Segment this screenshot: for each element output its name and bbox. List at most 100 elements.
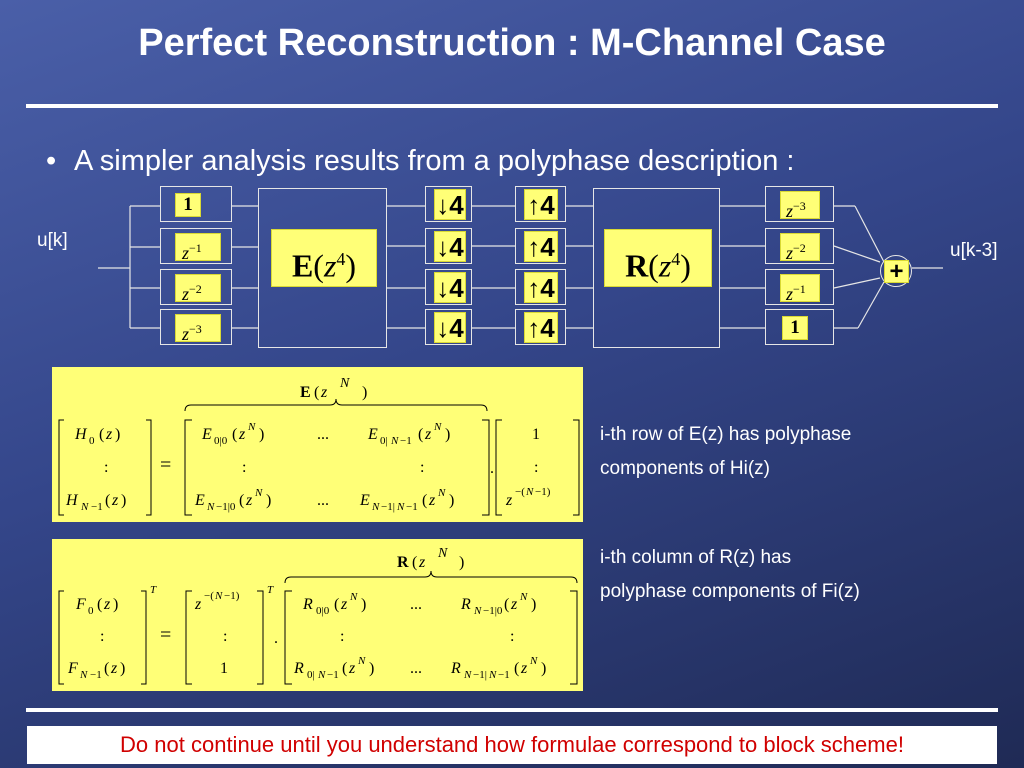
svg-text:(: (: [97, 596, 102, 613]
svg-text:E: E: [201, 426, 212, 443]
svg-text:z: z: [111, 492, 119, 509]
delay-z-2: z−2: [175, 274, 221, 304]
svg-text:): ): [459, 554, 464, 571]
svg-text:E: E: [359, 492, 370, 509]
expander-1: ↑4: [515, 228, 566, 264]
svg-text:): ): [369, 660, 374, 677]
svg-text:N: N: [247, 421, 256, 433]
delay-rz-2: z−2: [780, 233, 820, 263]
expander-3: ↑4: [515, 309, 566, 345]
svg-text:N: N: [317, 669, 326, 681]
svg-text:N: N: [437, 487, 446, 499]
svg-text:): ): [445, 426, 450, 443]
svg-text:0|: 0|: [307, 669, 315, 681]
svg-text:.: .: [274, 630, 278, 647]
svg-text:(: (: [504, 596, 509, 613]
svg-text:): ): [121, 492, 126, 509]
slide-title: Perfect Reconstruction : M-Channel Case: [138, 22, 886, 64]
bullet-item: • A simpler analysis results from a polyp…: [46, 145, 794, 178]
svg-text:.: .: [490, 460, 494, 477]
svg-text::: :: [420, 459, 424, 476]
svg-text:−1|0: −1|0: [216, 501, 236, 513]
expander-0: ↑4: [515, 186, 566, 222]
svg-text:N: N: [349, 591, 358, 603]
svg-text:(: (: [334, 596, 339, 613]
svg-text:−(: −(: [515, 486, 525, 498]
delay-z-3: z−3: [175, 314, 221, 344]
svg-text:0: 0: [89, 435, 95, 447]
svg-text:): ): [361, 596, 366, 613]
svg-text::: :: [340, 628, 344, 645]
svg-text:1: 1: [220, 660, 228, 677]
svg-text:E: E: [367, 426, 378, 443]
delay-box-r0: z−3: [765, 186, 834, 222]
svg-text:z: z: [340, 596, 348, 613]
svg-text::: :: [104, 459, 108, 476]
svg-text:H: H: [65, 492, 79, 509]
delay-z-1: z−1: [175, 233, 221, 263]
warning-banner: Do not continue until you understand how…: [27, 726, 997, 764]
delay-box-2: z−2: [160, 269, 232, 305]
svg-text:0: 0: [88, 605, 94, 617]
svg-text:...: ...: [317, 492, 329, 509]
svg-text:z: z: [424, 426, 432, 443]
svg-text:−1: −1: [406, 501, 418, 513]
svg-text:z: z: [510, 596, 518, 613]
bullet-dot: •: [46, 145, 57, 177]
analysis-matrix-label: E(z4): [271, 229, 377, 287]
svg-text:−1|: −1|: [473, 669, 487, 681]
synthesis-note-line1: i-th column of R(z) has: [600, 547, 792, 568]
svg-text:N: N: [525, 486, 534, 498]
svg-text:): ): [259, 426, 264, 443]
svg-text:(: (: [514, 660, 519, 677]
decimator-label-0: ↓4: [434, 189, 466, 220]
synthesis-note-line2: polyphase components of Fi(z): [600, 581, 860, 602]
decimator-label-1: ↓4: [434, 231, 466, 262]
svg-text:): ): [115, 426, 120, 443]
svg-text:z: z: [238, 426, 246, 443]
decimator-1: ↓4: [425, 228, 472, 264]
analysis-polyphase-block: E(z4): [258, 188, 387, 348]
svg-text:−1: −1: [400, 435, 412, 447]
svg-text:z: z: [194, 596, 202, 613]
svg-text:N: N: [390, 435, 399, 447]
svg-text:=: =: [160, 454, 171, 476]
svg-text:N: N: [79, 669, 88, 681]
title-divider: [26, 104, 998, 108]
svg-text:z: z: [110, 660, 118, 677]
svg-text:N: N: [80, 501, 89, 513]
svg-text:−1: −1: [90, 669, 102, 681]
synthesis-polyphase-block: R(z4): [593, 188, 720, 348]
svg-text:=: =: [160, 624, 171, 646]
svg-text:0|: 0|: [380, 435, 388, 447]
footer-divider: [26, 708, 998, 712]
svg-text:z: z: [428, 492, 436, 509]
svg-text:(: (: [99, 426, 104, 443]
expander-label-2: ↑4: [524, 272, 558, 303]
svg-text:N: N: [488, 669, 497, 681]
svg-text:N: N: [371, 501, 380, 513]
output-signal-label: u[k-3]: [950, 240, 998, 261]
svg-text:N: N: [357, 655, 366, 667]
svg-text:−1): −1): [224, 590, 240, 602]
svg-text:R: R: [293, 660, 304, 677]
svg-text:): ): [531, 596, 536, 613]
svg-text:N: N: [433, 421, 442, 433]
svg-text:...: ...: [410, 660, 422, 677]
svg-text:E: E: [300, 384, 311, 401]
expander-label-1: ↑4: [524, 231, 558, 262]
svg-text:T: T: [150, 584, 157, 596]
svg-text:N: N: [206, 501, 215, 513]
bullet-text: A simpler analysis results from a polyph…: [74, 145, 795, 177]
svg-text:−1|0: −1|0: [483, 605, 503, 617]
svg-text:(: (: [314, 384, 319, 401]
svg-text:...: ...: [317, 426, 329, 443]
delay-box-0: 1: [160, 186, 232, 222]
adder-node: +: [880, 255, 912, 287]
svg-text:): ): [120, 660, 125, 677]
svg-text:R: R: [450, 660, 461, 677]
svg-text:N: N: [473, 605, 482, 617]
